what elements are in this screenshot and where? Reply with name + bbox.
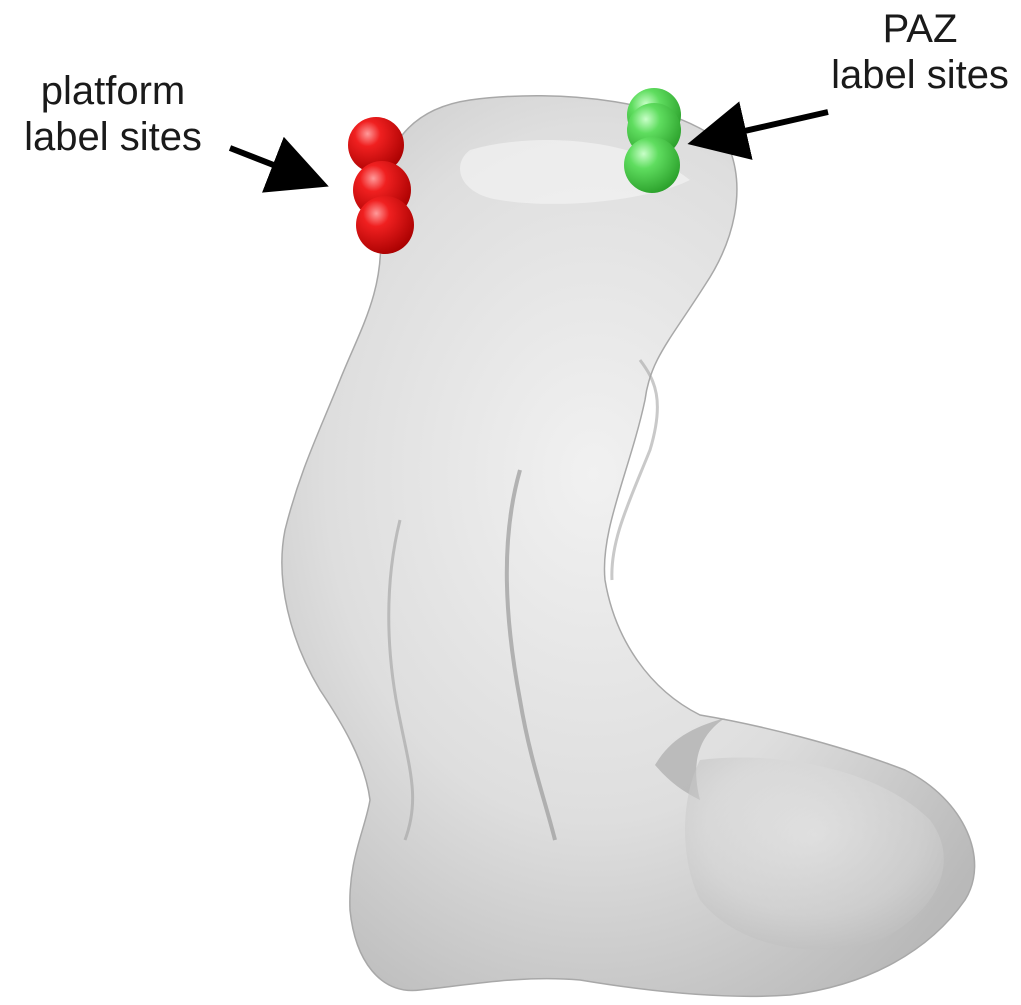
platform-arrow [230, 148, 312, 180]
platform-site-sphere [356, 196, 414, 254]
platform-label-line1: platform [41, 69, 186, 113]
paz-arrow [705, 112, 828, 140]
paz-label-sites [624, 88, 681, 193]
platform-label-line2: label sites [24, 115, 202, 159]
paz-label-line2: label sites [831, 53, 1009, 97]
paz-label-line1: PAZ [883, 7, 958, 51]
paz-site-sphere [624, 137, 680, 193]
